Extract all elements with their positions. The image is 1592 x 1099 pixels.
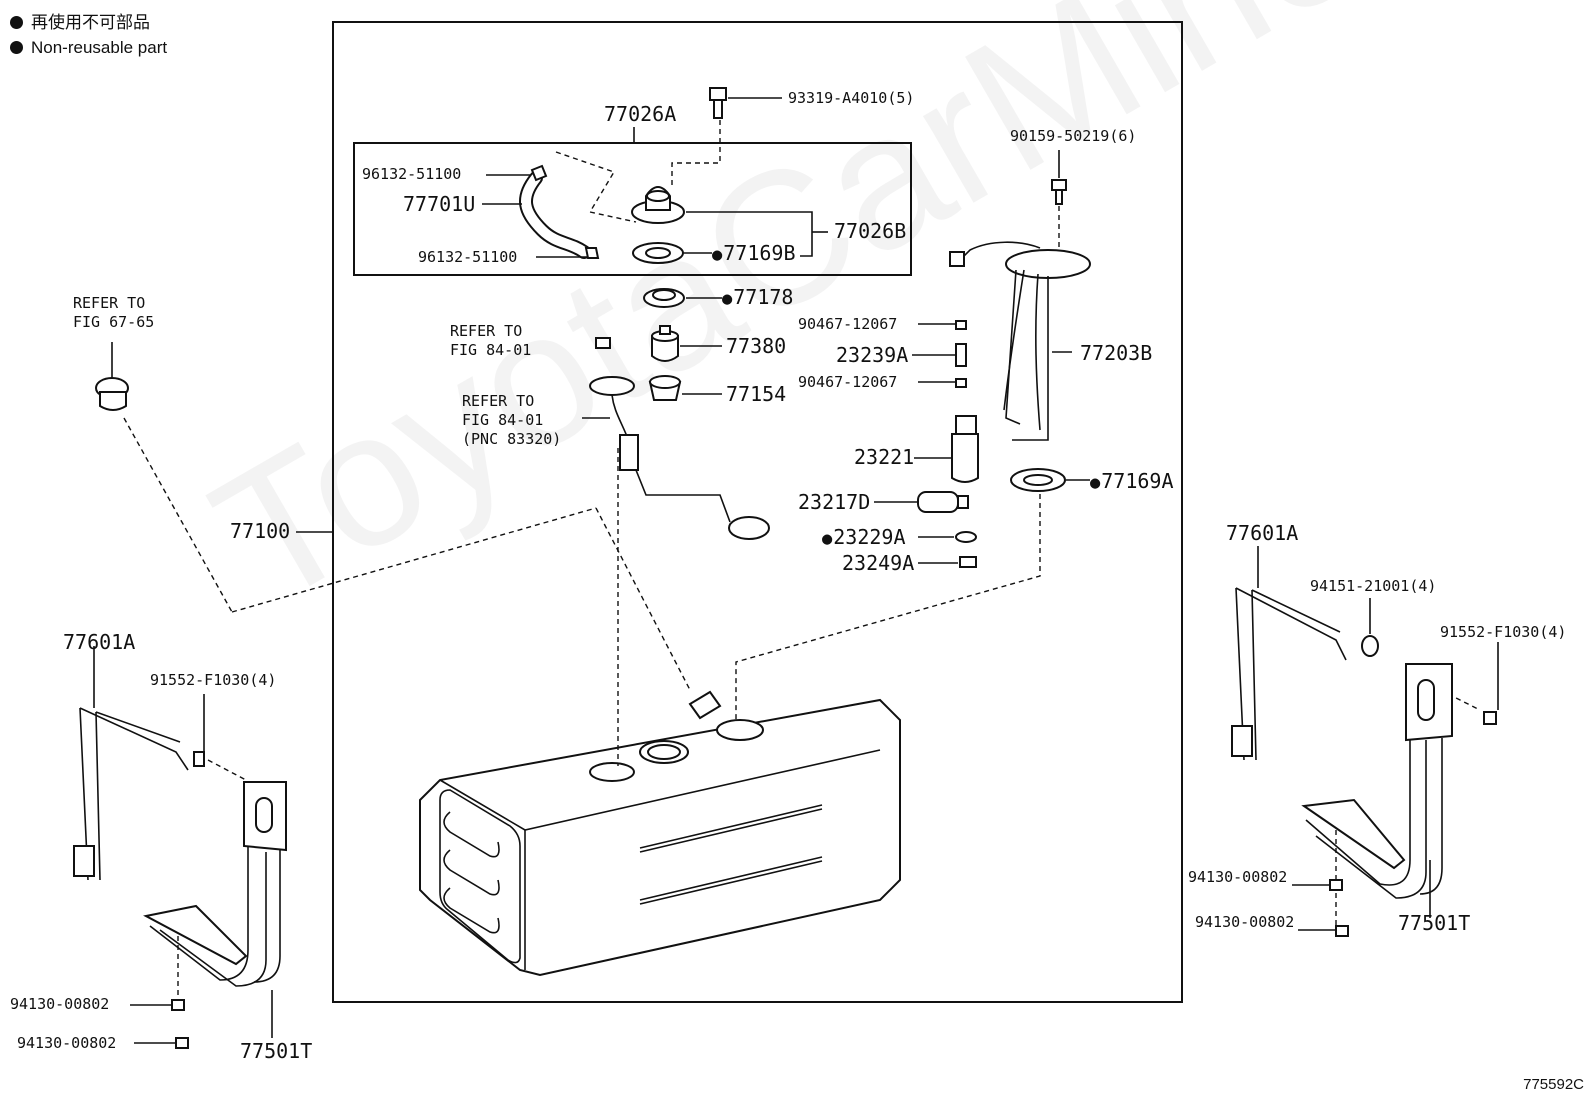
filter-23239A <box>955 343 967 367</box>
bullet-icon <box>10 41 23 54</box>
part-label-77154[interactable]: 77154 <box>726 382 787 406</box>
part-label-90467-b[interactable]: 90467-12067 <box>798 373 898 391</box>
main-frame <box>332 21 1183 1003</box>
part-label-77701U[interactable]: 77701U <box>403 192 476 216</box>
part-label-91552-right[interactable]: 91552-F1030(4) <box>1440 623 1567 641</box>
part-label-94130-r1[interactable]: 94130-00802 <box>1188 868 1288 886</box>
insert-77154 <box>648 375 682 401</box>
washer-23229A <box>955 531 977 543</box>
part-label-94151[interactable]: 94151-21001(4) <box>1310 577 1437 595</box>
clamp-90467-b <box>955 378 967 388</box>
figure-id: 775592C <box>1523 1076 1584 1093</box>
reference-fig-84-01-b[interactable]: REFER TO FIG 84-01 (PNC 83320) <box>462 392 562 448</box>
part-label-94130-l2[interactable]: 94130-00802 <box>17 1034 117 1052</box>
fuel-pump-23221 <box>951 415 979 483</box>
part-label-77601A-right[interactable]: 77601A <box>1226 521 1299 545</box>
filter-23217D <box>917 491 969 513</box>
bullet-icon <box>10 16 23 29</box>
strap-77601A-left <box>73 707 189 881</box>
part-label-23217D[interactable]: 23217D <box>798 490 871 514</box>
part-label-90467-a[interactable]: 90467-12067 <box>798 315 898 333</box>
part-label-23249A[interactable]: 23249A <box>842 551 915 575</box>
part-label-77169B[interactable]: 77169B <box>712 242 795 266</box>
part-label-23221[interactable]: 23221 <box>854 445 915 469</box>
part-label-77501T-left[interactable]: 77501T <box>240 1039 313 1063</box>
bracket-77501T-left <box>143 781 287 987</box>
part-label-77501T-right[interactable]: 77501T <box>1398 911 1471 935</box>
part-label-77203B[interactable]: 77203B <box>1080 341 1153 365</box>
pump-module-77203B <box>949 241 1091 441</box>
legend-jp: 再使用不可部品 <box>10 12 150 34</box>
valve-77380 <box>651 325 679 362</box>
bracket-77501T-right <box>1301 663 1453 899</box>
legend-en: Non-reusable part <box>10 37 167 59</box>
clamp-90467-a <box>955 320 967 330</box>
clamp-96132-bottom <box>584 247 600 259</box>
nut-94130-l1 <box>171 999 185 1011</box>
clip-23249A <box>959 556 977 568</box>
hose-77701U <box>519 171 591 259</box>
screw-90159 <box>1051 179 1067 205</box>
part-label-77380[interactable]: 77380 <box>726 334 787 358</box>
part-label-96132-bottom[interactable]: 96132-51100 <box>418 248 518 266</box>
reference-fig-84-01-a[interactable]: REFER TO FIG 84-01 <box>450 322 532 359</box>
gasket-77169A <box>1010 468 1066 492</box>
part-label-93319[interactable]: 93319-A4010(5) <box>788 89 915 107</box>
fuel-cap-77026B <box>631 186 685 224</box>
bolt-91552-left <box>193 751 205 767</box>
nut-94151 <box>1361 635 1379 657</box>
part-label-94130-r2[interactable]: 94130-00802 <box>1195 913 1295 931</box>
strap-77601A-right <box>1231 587 1347 761</box>
part-label-23239A[interactable]: 23239A <box>836 343 909 367</box>
bolt-93319 <box>709 87 727 119</box>
part-label-94130-l1[interactable]: 94130-00802 <box>10 995 110 1013</box>
ring-77178 <box>643 288 685 308</box>
nut-94130-l2 <box>175 1037 189 1049</box>
part-label-77100[interactable]: 77100 <box>230 519 291 543</box>
part-label-77026B[interactable]: 77026B <box>834 219 907 243</box>
part-label-77026A[interactable]: 77026A <box>604 102 677 126</box>
part-label-91552-left[interactable]: 91552-F1030(4) <box>150 671 277 689</box>
fuel-tank-77100 <box>419 690 901 977</box>
subassembly-frame-77026A <box>353 142 912 276</box>
part-label-23229A[interactable]: 23229A <box>822 526 905 550</box>
part-label-96132-top[interactable]: 96132-51100 <box>362 165 462 183</box>
part-label-77601A-left[interactable]: 77601A <box>63 630 136 654</box>
part-label-90159[interactable]: 90159-50219(6) <box>1010 127 1137 145</box>
part-label-77169A[interactable]: 77169A <box>1090 470 1173 494</box>
nut-94130-r2 <box>1335 925 1349 937</box>
plug-fig-67-65 <box>95 377 129 411</box>
clamp-96132-top <box>530 164 548 182</box>
part-label-77178[interactable]: 77178 <box>722 286 793 310</box>
bolt-91552-right <box>1483 711 1497 725</box>
nut-94130-r1 <box>1329 879 1343 891</box>
sender-gauge <box>589 337 770 540</box>
reference-fig-67-65[interactable]: REFER TO FIG 67-65 <box>73 294 155 331</box>
gasket-77169B <box>632 242 684 264</box>
